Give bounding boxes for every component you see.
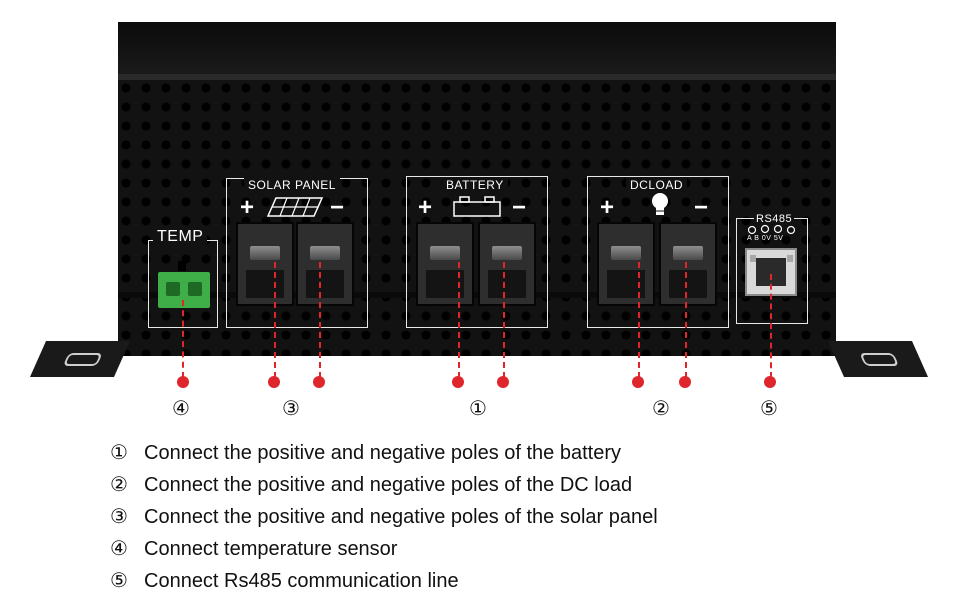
- left-mounting-foot: [29, 341, 131, 377]
- legend-text: Connect Rs485 communication line: [144, 570, 459, 592]
- solar-panel-label: SOLAR PANEL: [244, 178, 340, 192]
- legend-number: ④: [110, 536, 128, 560]
- rs485-callout-dot: [764, 376, 776, 388]
- rj45-led-right: [787, 255, 793, 262]
- dcload-negative-callout-line: [685, 262, 687, 378]
- light-bulb-icon: [652, 193, 668, 215]
- solar-plus-sign: +: [240, 194, 255, 221]
- legend-item-solar: ③ Connect the positive and negative poles…: [110, 504, 658, 532]
- dcload-callout-number: ②: [652, 396, 670, 420]
- temp-sensor-connector[interactable]: [158, 272, 210, 308]
- battery-positive-callout-dot: [452, 376, 464, 388]
- legend-text: Connect the positive and negative poles …: [144, 474, 633, 496]
- temp-label: TEMP: [153, 228, 208, 246]
- solar-negative-terminal[interactable]: [296, 222, 354, 306]
- dcload-positive-callout-dot: [632, 376, 644, 388]
- solar-callout-number: ③: [282, 396, 300, 420]
- device-top-cover: [118, 22, 836, 80]
- rs485-callout-line: [770, 274, 772, 378]
- rs485-label: RS485: [754, 213, 795, 225]
- legend-text: Connect the positive and negative poles …: [144, 506, 658, 528]
- battery-callout-number: ①: [469, 396, 487, 420]
- temp-pin-1: [166, 282, 180, 296]
- rs485-callout-number: ⑤: [760, 396, 778, 420]
- legend-text: Connect the positive and negative poles …: [144, 442, 621, 464]
- battery-positive-terminal[interactable]: [416, 222, 474, 306]
- dcload-label: DCLOAD: [626, 178, 688, 192]
- battery-negative-terminal[interactable]: [478, 222, 536, 306]
- legend-item-temp: ④ Connect temperature sensor: [110, 536, 397, 564]
- legend-number: ①: [110, 440, 128, 464]
- dcload-negative-terminal[interactable]: [659, 222, 717, 306]
- dcload-negative-callout-dot: [679, 376, 691, 388]
- battery-label: BATTERY: [442, 178, 508, 192]
- battery-port-frame: [406, 176, 548, 328]
- temp-callout-number: ④: [172, 396, 190, 420]
- legend-number: ③: [110, 504, 128, 528]
- temp-connector-mount: [178, 261, 186, 271]
- solar-negative-callout-line: [319, 262, 321, 378]
- battery-negative-callout-dot: [497, 376, 509, 388]
- dcload-minus-sign: −: [694, 194, 709, 221]
- rs485-pin-labels: A B 0V 5V: [747, 235, 784, 242]
- rj45-led-left: [750, 255, 756, 262]
- dcload-plus-sign: +: [600, 194, 615, 221]
- panel-bottom-strip: [118, 292, 836, 298]
- legend-text: Connect temperature sensor: [144, 538, 398, 560]
- legend-number: ②: [110, 472, 128, 496]
- battery-negative-callout-line: [503, 262, 505, 378]
- solar-negative-callout-dot: [313, 376, 325, 388]
- temp-pin-2: [188, 282, 202, 296]
- battery-minus-sign: −: [512, 194, 527, 221]
- left-foot-slot: [62, 353, 103, 366]
- legend-item-dcload: ② Connect the positive and negative poles…: [110, 472, 632, 500]
- legend-item-rs485: ⑤ Connect Rs485 communication line: [110, 568, 459, 596]
- right-foot-slot: [859, 353, 900, 366]
- solar-positive-terminal[interactable]: [236, 222, 294, 306]
- dcload-positive-callout-line: [638, 262, 640, 378]
- device-top: [118, 22, 836, 356]
- device-top-edge: [118, 74, 836, 80]
- solar-minus-sign: −: [330, 194, 345, 221]
- right-mounting-foot: [827, 341, 929, 377]
- solar-panel-icon: [266, 197, 324, 217]
- battery-icon: [453, 196, 501, 217]
- legend-item-battery: ① Connect the positive and negative poles…: [110, 440, 621, 468]
- dcload-positive-terminal[interactable]: [597, 222, 655, 306]
- battery-positive-callout-line: [458, 262, 460, 378]
- dcload-port-frame: [587, 176, 729, 328]
- solar-positive-callout-line: [274, 262, 276, 378]
- perforated-front-panel: [118, 80, 836, 356]
- temp-callout-dot: [177, 376, 189, 388]
- temp-callout-line: [182, 300, 184, 378]
- solar-positive-callout-dot: [268, 376, 280, 388]
- battery-plus-sign: +: [418, 194, 433, 221]
- legend-number: ⑤: [110, 568, 128, 592]
- rs485-pin-icon: [747, 224, 796, 235]
